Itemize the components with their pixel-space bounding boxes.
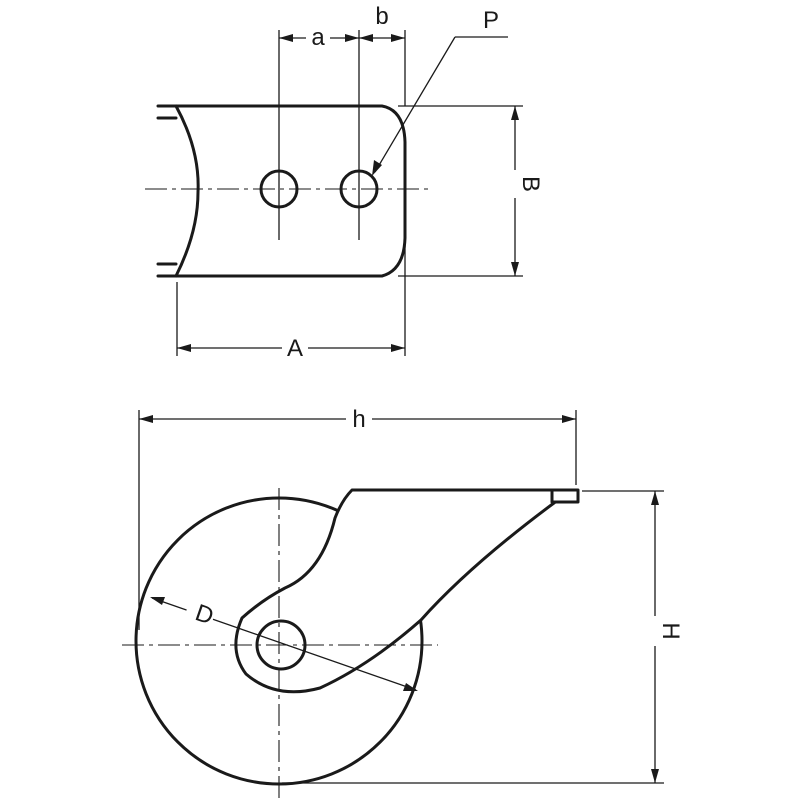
dimension-a-label: a [311,24,325,51]
dimension-A-label: A [287,335,303,362]
leader-p: P [372,7,508,176]
side-view-caster [122,488,580,798]
plate-curved-edge [174,104,200,278]
fork-bracket [234,488,565,694]
dimension-a: a [279,24,406,106]
dimension-H: H [282,490,684,784]
dimension-h-label: h [352,406,365,433]
dimension-D: D [150,596,418,691]
leader-p-label: P [483,7,499,34]
dimension-B: B [398,105,544,277]
dimension-H-label: H [657,622,684,639]
mounting-plate-edge [550,488,580,504]
top-view-plate [145,30,430,278]
dimension-h: h [138,404,577,630]
plate-outline [156,104,407,278]
dimension-b: b [359,3,405,42]
dimension-B-label: B [517,176,544,192]
dimension-A: A [176,238,406,362]
dimension-b-label: b [375,3,388,30]
